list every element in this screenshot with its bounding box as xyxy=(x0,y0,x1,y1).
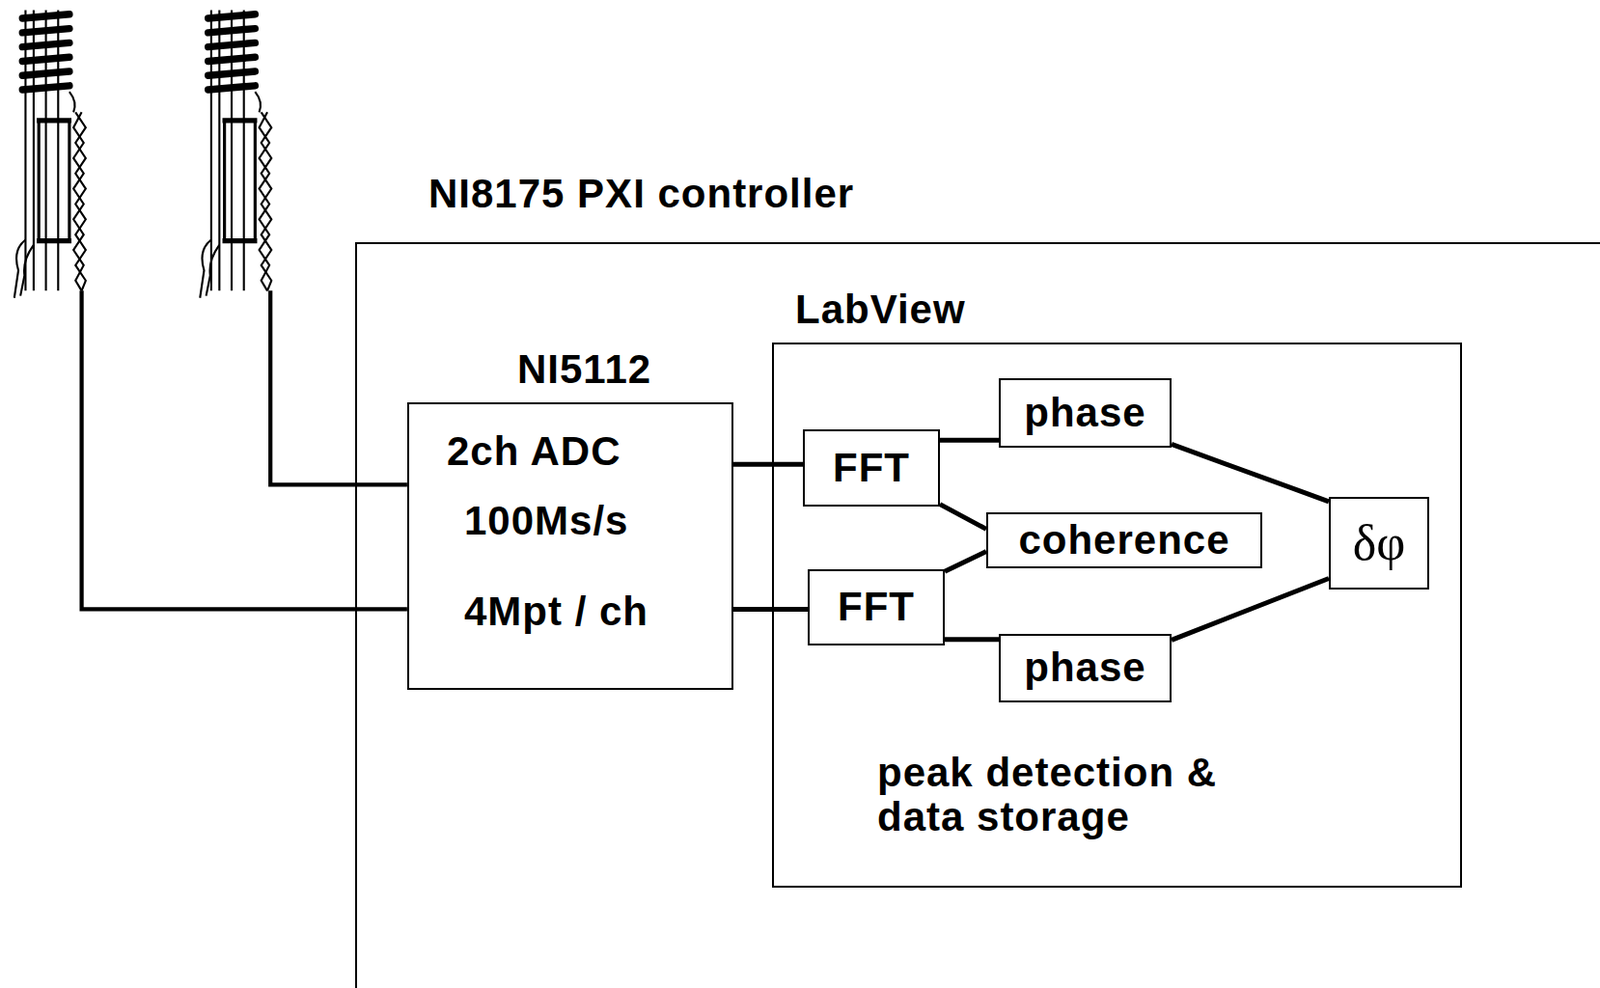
process-box: FFT xyxy=(807,569,945,646)
connector xyxy=(944,551,987,573)
process-box: phase xyxy=(998,378,1172,448)
box-label: phase xyxy=(1023,389,1146,437)
result-box: δφ xyxy=(1328,496,1430,590)
box-label: 100Ms/s xyxy=(464,497,629,545)
note-label: peak detection & data storage xyxy=(877,750,1293,840)
connector xyxy=(1171,443,1329,501)
box-label: phase xyxy=(1023,644,1146,691)
box-label: FFT xyxy=(837,583,915,631)
box-label: FFT xyxy=(832,444,911,492)
connector xyxy=(1171,578,1329,640)
controller-box: NI8175 PXI controllerLabViewFFTFFTphasec… xyxy=(355,242,1600,988)
box-heading: NI8175 PXI controller xyxy=(428,170,855,218)
box-label: coherence xyxy=(1018,517,1230,564)
connector xyxy=(944,636,999,642)
connector xyxy=(733,462,803,468)
process-box: FFT xyxy=(802,429,940,507)
process-box: phase xyxy=(998,634,1172,703)
box-label: 2ch ADC xyxy=(446,428,621,475)
connector xyxy=(733,606,808,612)
process-box: coherence xyxy=(986,512,1263,569)
adc-box: NI51122ch ADC100Ms/s4Mpt / ch xyxy=(407,402,734,690)
connector xyxy=(939,438,999,443)
box-heading: LabView xyxy=(795,286,966,333)
box-label: δφ xyxy=(1352,514,1407,573)
box-heading: NI5112 xyxy=(517,346,652,393)
connector xyxy=(939,504,987,530)
box-label: 4Mpt / ch xyxy=(464,588,649,635)
